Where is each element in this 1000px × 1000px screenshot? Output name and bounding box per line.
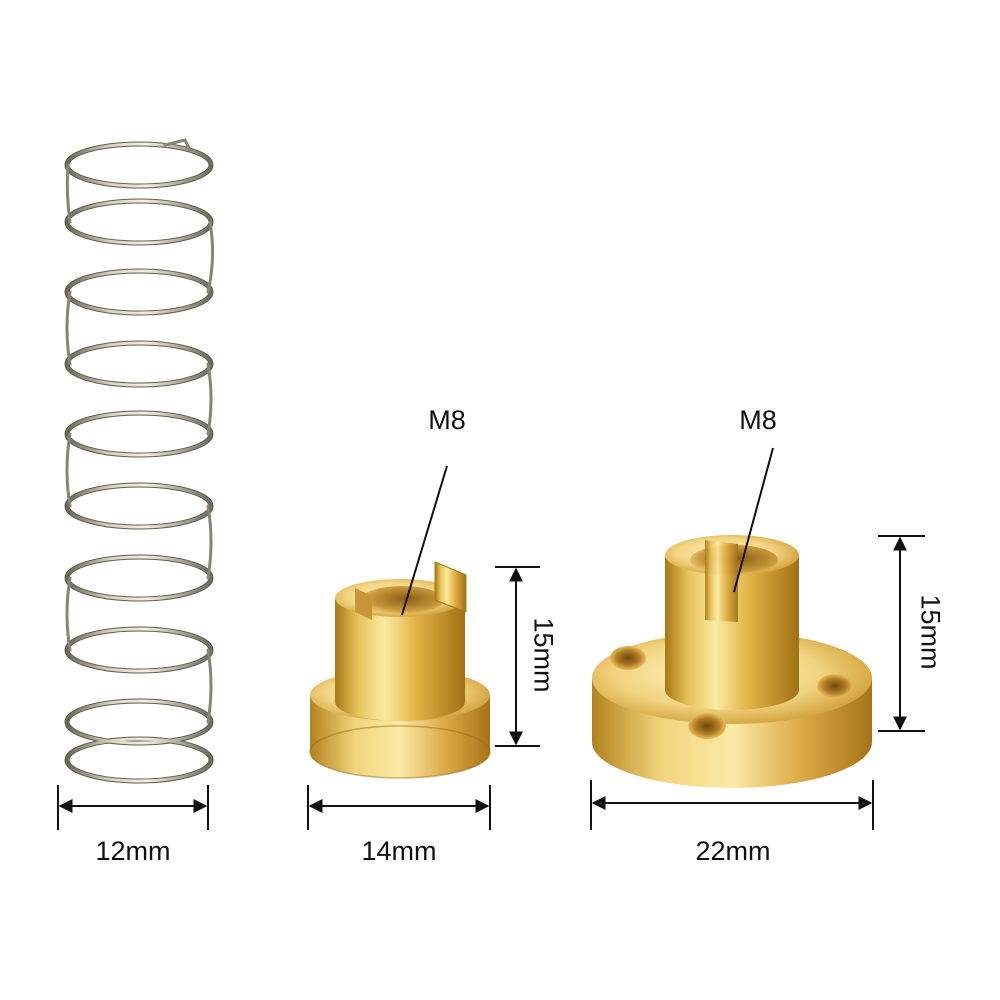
dimension-spring-width [57,785,209,830]
flange-brass-nut [592,535,872,788]
spring [64,138,215,784]
small-nut-thread-label: M8 [428,405,466,435]
dimension-small-nut-width [307,785,491,830]
dimension-flange-nut-height [878,535,925,732]
flange-nut-thread-label: M8 [739,405,777,435]
dimension-small-nut-height [495,566,540,747]
flange-nut-height-label: 15mm [915,594,946,670]
small-nut-height-label: 15mm [528,617,559,693]
leader-line-flange [733,447,774,593]
flange-nut-width-label: 22mm [695,836,771,866]
small-nut-width-label: 14mm [361,836,437,866]
dimension-flange-nut-width [590,780,874,830]
small-brass-nut [309,561,491,779]
spring-width-label: 12mm [95,836,171,866]
leader-line-small [401,465,448,616]
